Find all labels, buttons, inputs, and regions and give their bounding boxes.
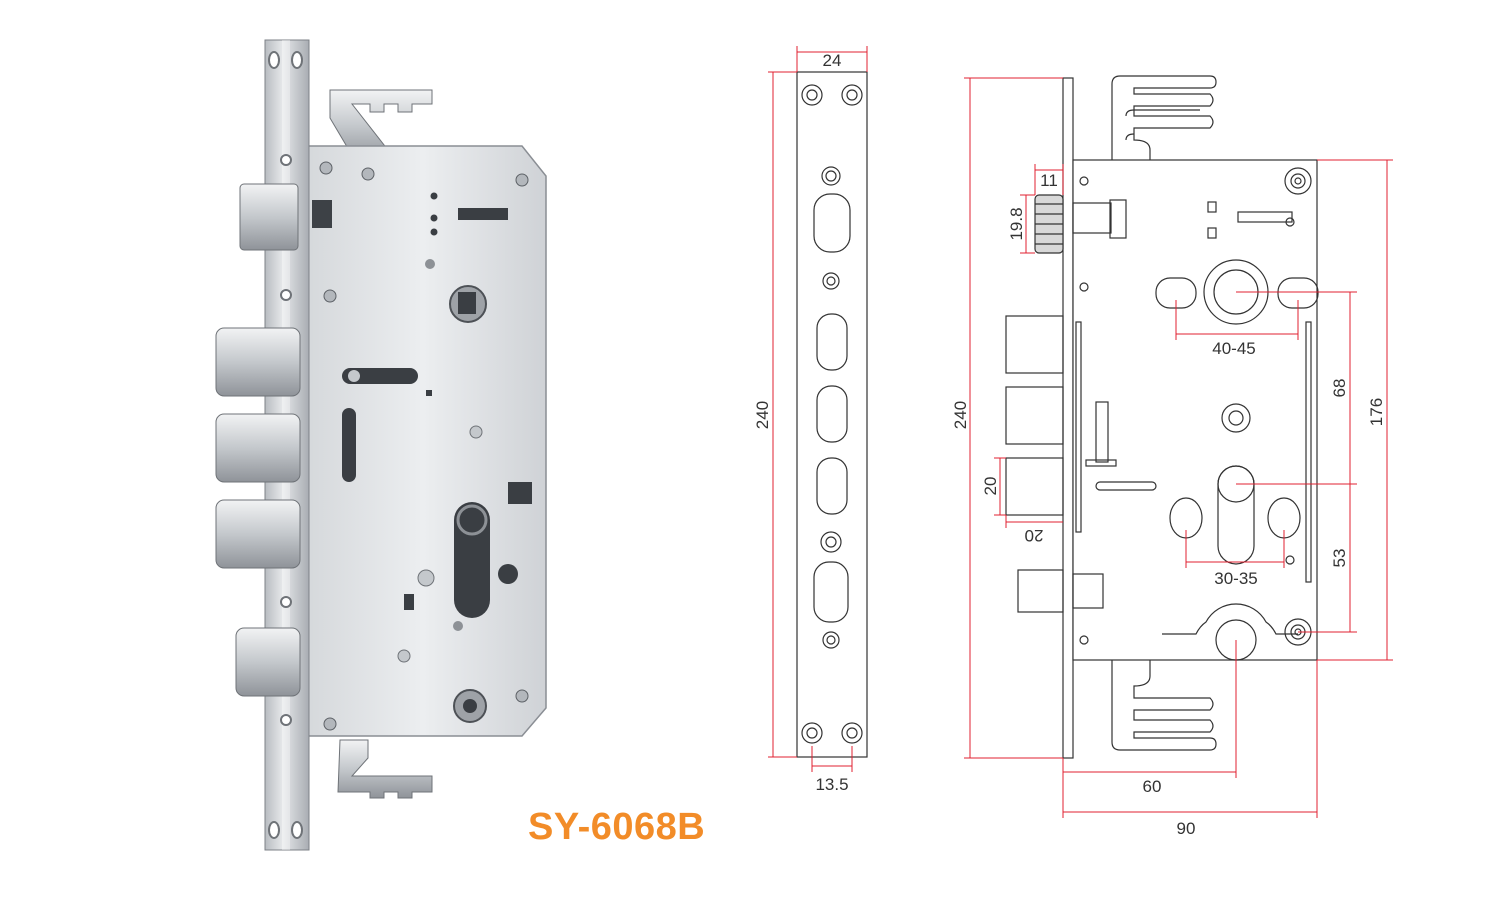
body-depth-label: 90 [1177, 819, 1196, 838]
model-number: SY-6068B [528, 806, 706, 848]
cylinder-to-bottom-label: 53 [1330, 549, 1349, 568]
body-top-hooks [1111, 75, 1217, 160]
spindle-to-cylinder-label: 68 [1330, 379, 1349, 398]
cylinder-holes-label: 30-35 [1214, 569, 1257, 588]
photo-latch [239, 183, 332, 251]
faceplate-outline [796, 71, 868, 758]
body-case-outline [1072, 159, 1318, 661]
body-bottom-hooks [1111, 660, 1217, 751]
lock-case [299, 145, 547, 737]
spindle-holes-label: 40-45 [1212, 339, 1255, 358]
body-dimensions [964, 77, 1393, 818]
body-height-240-label: 240 [951, 401, 970, 429]
photo-faceplate-holes [268, 51, 303, 839]
body-drawing [1005, 75, 1319, 759]
body-deadbolts [1005, 315, 1104, 613]
latch-width-label: 11 [1040, 171, 1058, 190]
bolt-throw-label: 20 [1025, 526, 1044, 545]
backset-label: 60 [1143, 777, 1162, 796]
photo-deadbolts [215, 327, 301, 697]
lock-illustration [215, 39, 547, 851]
latch-height-label: 19.8 [1007, 207, 1026, 240]
faceplate-height-label: 240 [753, 401, 772, 429]
photo-case-details [319, 161, 532, 731]
faceplate-holes [801, 84, 863, 744]
body-faceplate-edge [1062, 77, 1074, 759]
faceplate-dimensions [768, 46, 868, 772]
body-latch [1034, 194, 1127, 254]
body-height-176-label: 176 [1367, 398, 1386, 426]
faceplate-hole-spacing-label: 13.5 [815, 775, 848, 794]
faceplate-width-label: 24 [823, 51, 842, 70]
faceplate-drawing [796, 71, 868, 758]
bolt-height-label: 20 [981, 477, 1000, 496]
bottom-hook [337, 739, 433, 799]
